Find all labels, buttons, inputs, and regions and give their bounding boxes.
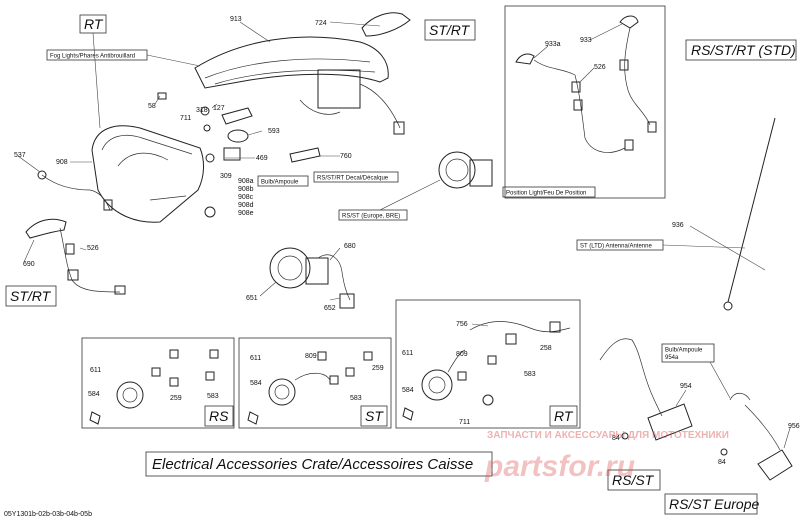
pn-908: 908	[56, 159, 68, 166]
pn-933a: 933a	[545, 41, 561, 48]
leader-lines	[17, 21, 791, 449]
pn-913: 913	[230, 16, 242, 23]
pn-58: 58	[148, 103, 156, 110]
pn-724: 724	[315, 20, 327, 27]
tag-rs: RS	[209, 408, 229, 424]
callout-position-light: Position Light/Feu De Position	[506, 191, 586, 197]
pn-908c: 908c	[238, 194, 254, 201]
pn-711b: 711	[459, 419, 470, 426]
pn-933: 933	[580, 37, 592, 44]
pn-584a: 584	[88, 391, 100, 398]
pn-583b: 583	[350, 395, 362, 402]
tag-rt-box: RT	[554, 408, 574, 424]
callout-bulb-954a-2: 954a	[665, 355, 679, 361]
st-horn	[247, 351, 373, 425]
bulb-parts	[157, 92, 321, 163]
pn-611b: 611	[250, 355, 261, 362]
pn-84a: 84	[612, 435, 620, 442]
pn-584c: 584	[402, 387, 414, 394]
pn-309: 309	[220, 173, 232, 180]
pn-259a: 259	[170, 395, 182, 402]
pn-908e: 908e	[238, 210, 254, 217]
st-frame	[238, 337, 392, 429]
pn-809a: 809	[305, 353, 317, 360]
headlight-assembly	[194, 12, 411, 135]
rs-frame	[81, 337, 235, 429]
watermark-text: ЗАПЧАСТИ И АКСЕССУАРЫ ДЛЯ МОТОТЕХНИКИ	[487, 430, 729, 441]
fog-harness	[41, 174, 111, 211]
pn-711a: 711	[180, 115, 191, 122]
antenna	[723, 117, 776, 311]
pn-593: 593	[268, 128, 280, 135]
rs-horn	[89, 349, 219, 425]
pn-611a: 611	[90, 367, 101, 374]
pn-611c: 611	[402, 350, 413, 357]
pn-259b: 259	[372, 365, 384, 372]
pn-936: 936	[672, 222, 684, 229]
horn-module	[599, 338, 793, 481]
pn-908a: 908a	[238, 178, 254, 185]
tag-rs-st-europe: RS/ST Europe	[669, 496, 759, 512]
footer-code: 05Y1301b-02b-03b-04b-05b	[4, 511, 92, 518]
crate-title: Electrical Accessories Crate/Accessoires…	[152, 456, 473, 473]
svg-text:partsfor.ru: partsfor.ru	[484, 450, 635, 483]
tag-rs-st-rt-std: RS/ST/RT (STD)	[691, 42, 796, 58]
callout-bulb-954a-1: Bulb/Ampoule	[665, 348, 703, 354]
tag-st-rt-top: ST/RT	[429, 22, 471, 38]
callout-fog-lights: Fog Lights/Phares Antibrouillard	[50, 54, 135, 60]
pn-469: 469	[256, 155, 268, 162]
pn-652: 652	[324, 305, 336, 312]
fog-light-housing	[91, 125, 216, 223]
callout-bulb: Bulb/Ampoule	[261, 180, 299, 186]
tag-rs-st: RS/ST	[612, 472, 655, 488]
position-light-harness	[515, 15, 657, 153]
callout-antenna: ST (LTD) Antenna/Antenne	[580, 244, 652, 250]
pn-908b: 908b	[238, 186, 254, 193]
pn-526b: 526	[87, 245, 99, 252]
callout-decal: RS/ST/RT Decal/Décalque	[317, 176, 389, 182]
pn-584b: 584	[250, 380, 262, 387]
pn-318: 318	[196, 107, 208, 114]
pn-583c: 583	[524, 371, 536, 378]
pn-760: 760	[340, 153, 352, 160]
callout-rs-st-europe-bre: RS/ST (Europe, BRE)	[342, 214, 400, 220]
tag-st: ST	[365, 408, 384, 424]
pn-809b: 809	[456, 351, 468, 358]
pn-537: 537	[14, 152, 26, 159]
pn-680: 680	[344, 243, 356, 250]
pn-84b: 84	[718, 459, 726, 466]
part-number-labels: 913 724 58 127 318 711 593 760 469 309 9…	[14, 16, 800, 466]
pn-956: 956	[788, 423, 800, 430]
pn-127: 127	[213, 105, 225, 112]
pn-651: 651	[246, 295, 258, 302]
pn-258: 258	[540, 345, 552, 352]
europe-fog-lights	[269, 151, 493, 309]
tag-rt-top: RT	[84, 16, 104, 32]
pn-690: 690	[23, 261, 35, 268]
position-light-frame	[504, 5, 666, 199]
pn-954: 954	[680, 383, 692, 390]
watermark-logo: partsfor.ru	[484, 450, 635, 483]
pn-526a: 526	[594, 64, 606, 71]
tag-st-rt-left: ST/RT	[10, 288, 52, 304]
pn-583a: 583	[207, 393, 219, 400]
rt-frame	[395, 299, 581, 429]
pn-908d: 908d	[238, 202, 254, 209]
pn-756: 756	[456, 321, 468, 328]
rt-harness	[402, 321, 571, 421]
left-turn-lamp	[25, 218, 126, 295]
